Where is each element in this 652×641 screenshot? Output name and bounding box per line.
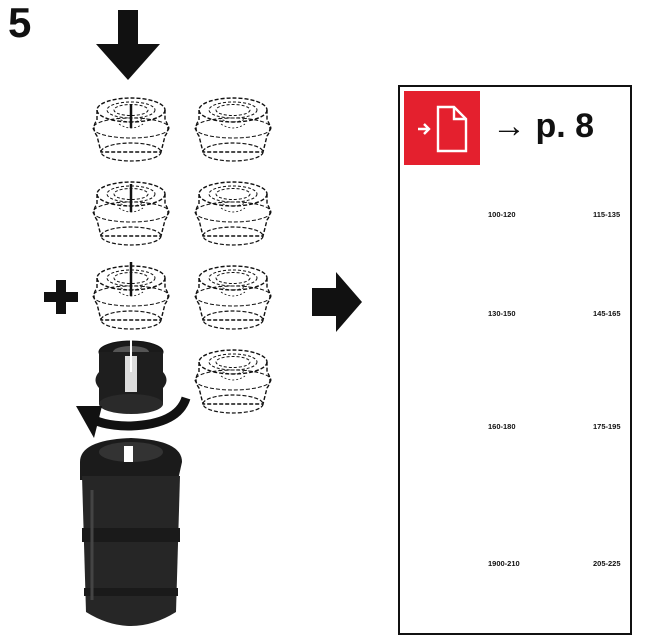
plus-icon [44,280,78,314]
threaded-connector [95,340,167,414]
page-reference-icon [404,91,480,165]
rotate-arrow-icon [76,396,191,438]
leg-height-range: 130-150 [488,308,516,318]
step-number: 5 [8,0,32,46]
reference-panel: → p. 8 [398,85,632,635]
leg-height-range: 205-225 [593,558,621,568]
right-arrow-icon [312,272,362,332]
leg-body [80,438,182,626]
leg-height-range: 115-135 [593,209,621,219]
leg-height-range: 175-195 [593,421,621,431]
spacer-stack-right [194,97,272,414]
leg-height-range: 100-120 [488,209,516,219]
spacer-stack-left [92,97,170,330]
down-arrow-icon [96,10,160,80]
leg-height-range: 145-165 [593,308,621,318]
leg-height-range: 1900-210 [488,558,520,568]
page-reference-label: → p. 8 [492,107,595,145]
leg-height-range: 160-180 [488,421,516,431]
